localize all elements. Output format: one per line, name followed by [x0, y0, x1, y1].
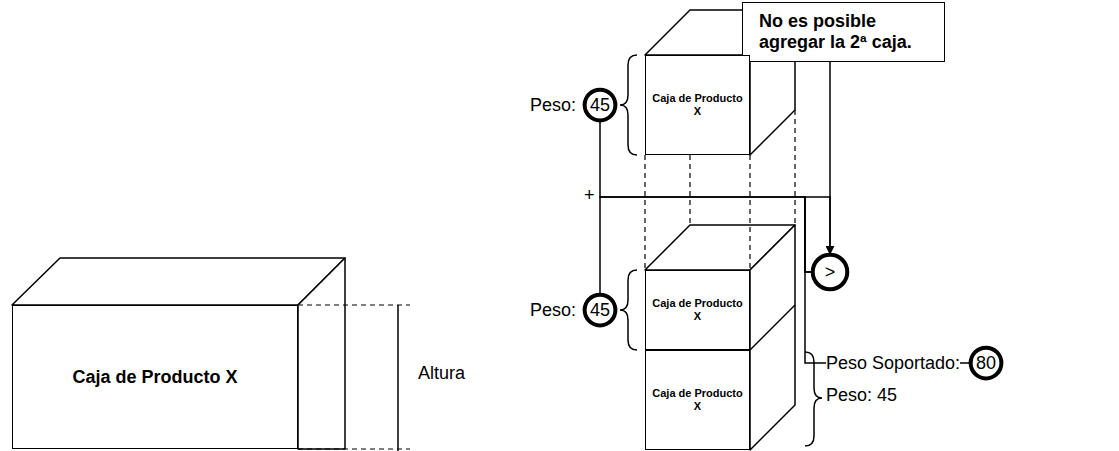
node-text: 45 [590, 95, 610, 116]
box-side-face [750, 225, 795, 450]
box-side-face [298, 258, 345, 449]
box-text: Caja de Producto X [649, 297, 746, 323]
connector-line [805, 197, 970, 363]
node-text: 45 [590, 300, 610, 321]
circle-shape [585, 295, 616, 326]
plus-sign: + [584, 184, 595, 206]
product-box: Caja de Producto X [645, 350, 750, 450]
node-text: Caja de Producto X [649, 92, 746, 118]
weight-label: Peso: 45 [826, 384, 897, 406]
circle-shape [971, 348, 1002, 379]
box-edge [750, 305, 795, 350]
product-box: Caja de Producto X [645, 55, 750, 155]
capacity-circle: 80 [970, 347, 1002, 379]
compare-circle: > [812, 254, 848, 290]
projection-line [794, 110, 795, 225]
brace [620, 270, 637, 350]
node-text: Caja de Producto X [649, 387, 746, 413]
note-box: No es posible agregar la 2ª caja. [742, 2, 945, 62]
projection-line [644, 155, 645, 270]
projection-line [689, 155, 690, 225]
weight-circle: 45 [584, 294, 616, 326]
box-top-face [12, 258, 345, 305]
dimension-extension-line [298, 448, 410, 449]
node-text: 80 [976, 353, 996, 374]
weight-circle: 45 [584, 89, 616, 121]
dimension-line [397, 305, 399, 451]
product-box: Caja de Producto X [12, 305, 298, 449]
circle-shape [585, 90, 616, 121]
node-text: Caja de Producto X [72, 366, 237, 388]
brace [805, 352, 822, 446]
weight-label: Peso: [530, 94, 576, 116]
box-text: Caja de Producto X [649, 92, 746, 118]
weight-label: Peso: [530, 299, 576, 321]
node-text: Caja de Producto X [649, 297, 746, 323]
dimension-extension-line [298, 304, 410, 305]
dimension-label: Altura [418, 362, 465, 384]
supported-weight-label: Peso Soportado: [826, 352, 960, 374]
brace [620, 55, 637, 155]
node-text: No es posible agregar la 2ª caja. [759, 11, 928, 53]
product-box: Caja de Producto X [645, 270, 750, 350]
circle-shape [813, 255, 848, 290]
box-text: Caja de Producto X [72, 366, 237, 388]
box-text: Caja de Producto X [649, 387, 746, 413]
node-text: > [825, 262, 836, 283]
projection-line [749, 155, 750, 270]
